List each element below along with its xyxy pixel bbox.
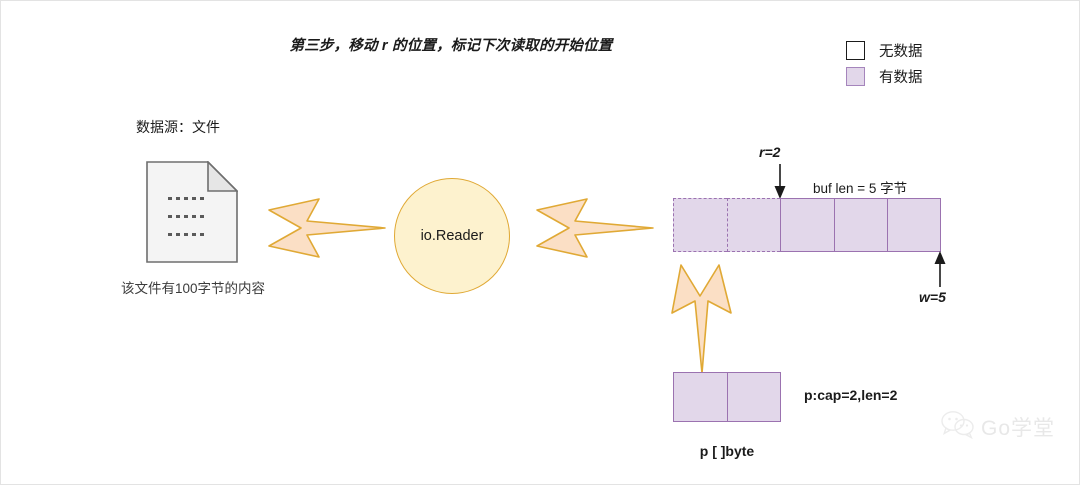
file-caption: 该文件有100字节的内容 xyxy=(120,281,266,296)
down-arrow-icon xyxy=(773,164,787,200)
p-slice-meta-label: p:cap=2,len=2 xyxy=(804,387,898,403)
w-marker-label: w=5 xyxy=(919,289,946,305)
buffer-cell xyxy=(887,198,941,252)
r-marker-label: r=2 xyxy=(759,144,781,160)
watermark-text: Go学堂 xyxy=(981,416,1056,440)
buffer-cell xyxy=(780,198,834,252)
right-chevron-arrow-icon xyxy=(267,197,387,259)
buffer-cell xyxy=(833,198,888,252)
legend: 无数据 有数据 xyxy=(846,37,923,89)
buffer-cells xyxy=(673,198,941,252)
document-file-icon xyxy=(146,161,238,263)
up-arrow-icon xyxy=(933,251,947,287)
right-chevron-arrow-icon xyxy=(535,197,655,259)
empty-box-icon xyxy=(846,40,865,60)
wechat-icon xyxy=(941,409,975,444)
p-slice-caption: p [ ]byte xyxy=(699,443,755,459)
legend-item-no-data: 无数据 xyxy=(846,37,923,63)
buffer-cell xyxy=(673,198,727,252)
page-title: 第三步，移动 r 的位置，标记下次读取的开始位置 xyxy=(1,34,1079,55)
p-slice-cells xyxy=(673,372,781,422)
legend-label-no-data: 无数据 xyxy=(879,43,923,60)
data-source-label: 数据源：文件 xyxy=(136,119,220,135)
io-reader-label: io.Reader xyxy=(420,228,484,244)
io-reader-node: io.Reader xyxy=(394,178,510,294)
watermark: Go学堂 xyxy=(941,409,1055,444)
down-chevron-arrow-icon xyxy=(666,263,738,375)
p-slice-cell xyxy=(727,372,781,422)
p-slice-cell xyxy=(673,372,727,422)
filled-box-icon xyxy=(846,66,865,86)
buffer-length-label: buf len = 5 字节 xyxy=(813,181,908,196)
page-title-text: 第三步，移动 r 的位置，标记下次读取的开始位置 xyxy=(289,38,613,54)
legend-item-has-data: 有数据 xyxy=(846,63,923,89)
legend-label-has-data: 有数据 xyxy=(879,69,923,86)
buffer-cell xyxy=(726,198,781,252)
